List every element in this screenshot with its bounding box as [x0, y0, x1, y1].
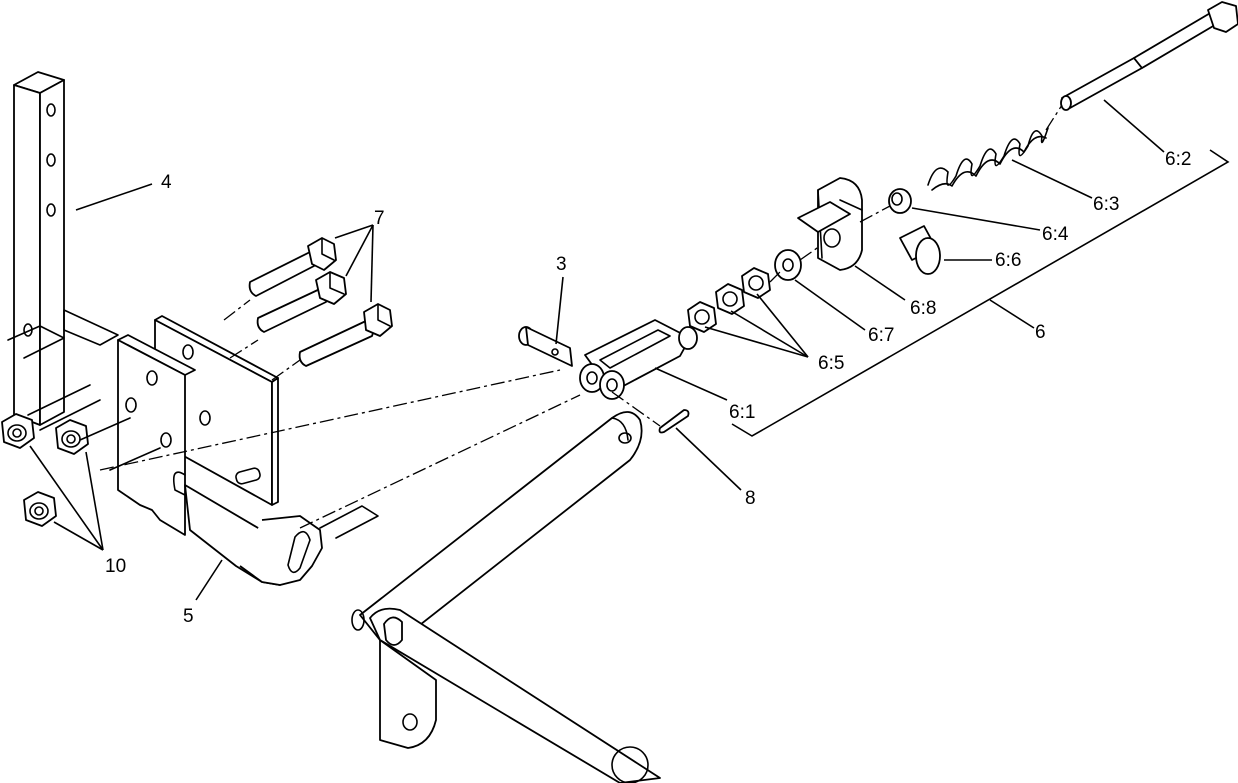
callout-10: 10 [105, 556, 126, 577]
callout-6: 6 [1035, 322, 1046, 343]
callout-8: 8 [745, 488, 756, 509]
part-7-bolts [248, 237, 393, 367]
part-6-7-washer [774, 249, 802, 281]
part-4-vertical-tube [13, 71, 65, 426]
callout-6-5: 6:5 [818, 353, 844, 374]
callout-7: 7 [374, 208, 385, 229]
callout-labels: 4 7 10 5 3 8 6:1 6:2 6:3 6:4 6:5 6:6 6:7… [105, 149, 1191, 627]
part-3-clevis-pin [518, 326, 573, 367]
part-5-mounting-bracket [117, 315, 323, 586]
part-6-1-clevis [579, 319, 698, 400]
part-6-3-spring [927, 127, 1049, 191]
callout-6-1: 6:1 [729, 402, 755, 423]
part-6-6-carriage-bolt [899, 225, 941, 275]
callout-4: 4 [161, 172, 172, 193]
part-10-nuts [1, 413, 89, 527]
part-6-5-nuts [687, 267, 771, 333]
callout-6-3: 6:3 [1093, 194, 1119, 215]
part-6-2-rod [1060, 1, 1238, 111]
part-6-8-trunnion [797, 177, 863, 271]
callout-6-7: 6:7 [868, 325, 894, 346]
callout-6-8: 6:8 [910, 298, 936, 319]
callout-6-2: 6:2 [1165, 149, 1191, 170]
part-8-cotter-pin [658, 409, 690, 434]
callout-6-6: 6:6 [995, 250, 1021, 271]
callout-5: 5 [183, 606, 194, 627]
leader-lines [29, 99, 1230, 601]
callout-3: 3 [556, 254, 567, 275]
phantom-lines [7, 309, 379, 539]
callout-6-4: 6:4 [1042, 224, 1069, 245]
part-6-4-bushing [888, 188, 912, 214]
lift-arm-assembly [351, 411, 661, 783]
assembly-centerlines [99, 104, 1063, 529]
